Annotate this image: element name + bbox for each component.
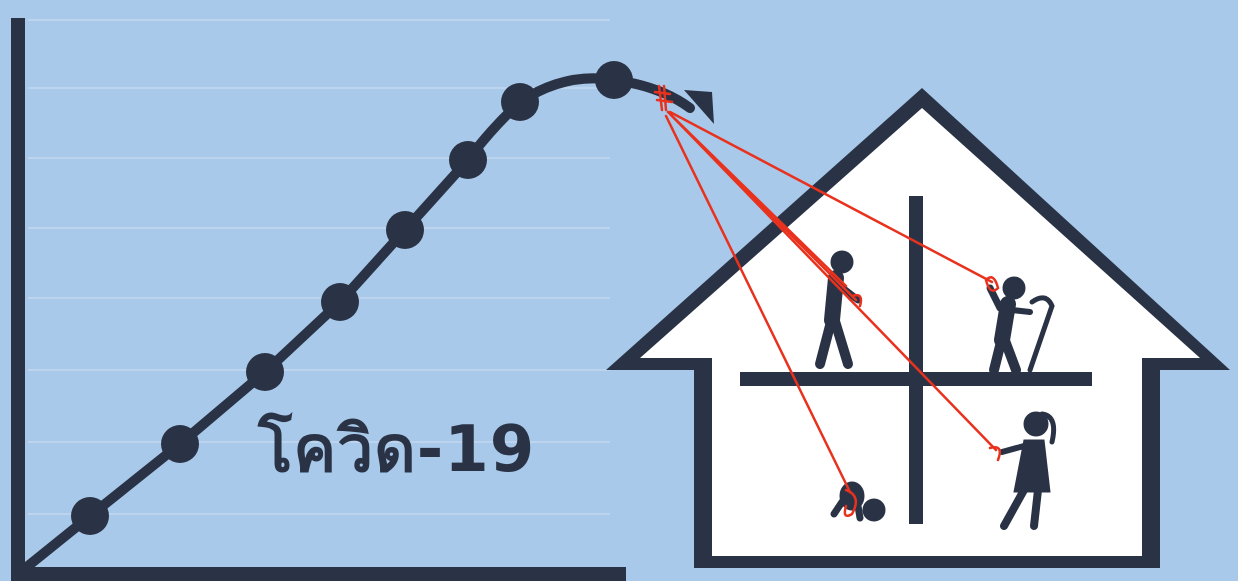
house-icon (606, 88, 1230, 568)
rising-curve-icon (28, 78, 690, 566)
x-axis (11, 567, 626, 581)
covid-19-title: โควิด-19 (258, 418, 535, 482)
y-axis (11, 18, 25, 581)
